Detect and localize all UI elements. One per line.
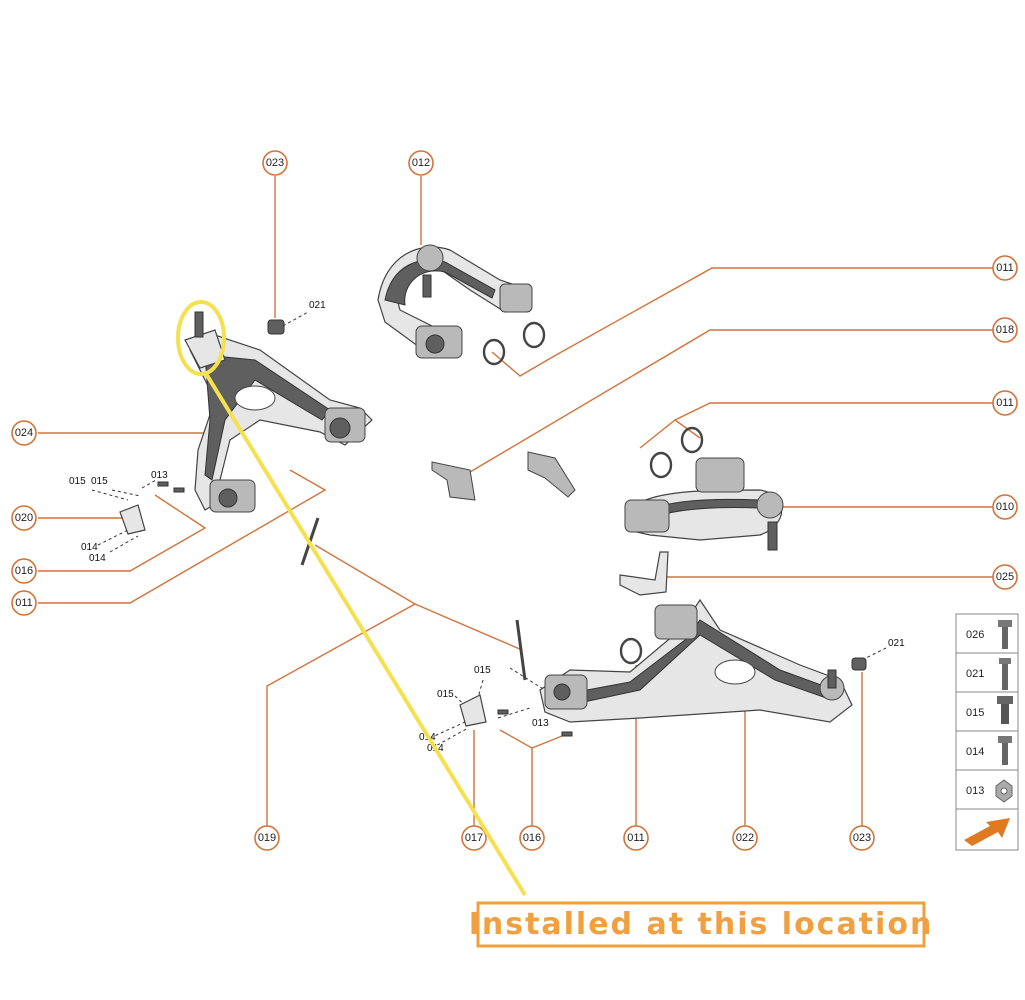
label-015b-left: 015	[91, 476, 108, 487]
label-021-top: 021	[309, 300, 326, 311]
upper-wishbone-010	[624, 457, 784, 551]
svg-text:023: 023	[853, 832, 871, 844]
label-015-mid-top: 015	[474, 665, 491, 676]
highlight-annotation: Installed at this location	[176, 300, 934, 948]
bracket-025	[619, 551, 669, 596]
svg-text:011: 011	[15, 597, 33, 609]
callout-010: 010	[992, 494, 1018, 520]
callout-017: 017	[461, 825, 487, 851]
highlight-ellipse	[176, 300, 226, 376]
svg-text:024: 024	[15, 427, 33, 439]
highlight-pointer-line	[203, 370, 527, 897]
direction-arrow-icon	[964, 818, 1010, 846]
label-015a-left: 015	[69, 476, 86, 487]
svg-text:025: 025	[996, 571, 1014, 583]
svg-text:011: 011	[627, 832, 645, 844]
callout-016-bottom: 016	[519, 825, 545, 851]
lower-control-arm-left	[184, 311, 373, 513]
fastener-legend: 026 021 015 014 013	[955, 613, 1019, 851]
leader-lines	[38, 176, 993, 826]
callout-012: 012	[408, 150, 434, 176]
annotation-text: Installed at this location	[469, 907, 934, 942]
callout-023-top: 023	[262, 150, 288, 176]
callout-024: 024	[11, 420, 37, 446]
legend-015: 015	[966, 707, 984, 719]
callout-011-right2: 011	[992, 390, 1018, 416]
callout-018: 018	[992, 317, 1018, 343]
svg-text:017: 017	[465, 832, 483, 844]
svg-text:011: 011	[996, 262, 1014, 274]
svg-text:011: 011	[996, 397, 1014, 409]
sensor-link-rods	[300, 517, 527, 681]
callout-022: 022	[732, 825, 758, 851]
legend-021: 021	[966, 668, 984, 680]
svg-text:022: 022	[736, 832, 754, 844]
legend-026: 026	[966, 629, 984, 641]
label-021-right: 021	[888, 638, 905, 649]
legend-014: 014	[966, 746, 984, 758]
upper-wishbone-012	[377, 244, 533, 359]
sensor-brackets-small	[119, 504, 487, 727]
callout-011-right1: 011	[992, 255, 1018, 281]
callout-016-left: 016	[11, 558, 37, 584]
bushing-021-right	[851, 657, 867, 671]
callout-023-bottom: 023	[849, 825, 875, 851]
bushing-021-top	[267, 319, 285, 335]
callout-011-left: 011	[11, 590, 37, 616]
callout-019: 019	[254, 825, 280, 851]
annotation-box	[476, 901, 926, 948]
svg-text:020: 020	[15, 512, 33, 524]
callout-025: 025	[992, 564, 1018, 590]
lower-control-arm-022	[539, 598, 853, 723]
label-014b-left: 014	[89, 553, 106, 564]
label-014a-left: 014	[81, 542, 98, 553]
svg-text:016: 016	[523, 832, 541, 844]
dashed-lines	[91, 311, 887, 749]
svg-text:018: 018	[996, 324, 1014, 336]
legend-013: 013	[966, 785, 984, 797]
label-013-left: 013	[151, 470, 168, 481]
svg-text:012: 012	[412, 157, 430, 169]
label-015-mid-left: 015	[437, 689, 454, 700]
callout-011-bottom: 011	[623, 825, 649, 851]
svg-text:019: 019	[258, 832, 276, 844]
label-013-mid: 013	[532, 718, 549, 729]
svg-text:023: 023	[266, 157, 284, 169]
callout-020: 020	[11, 505, 37, 531]
sensor-bracket-018	[431, 451, 576, 501]
svg-text:016: 016	[15, 565, 33, 577]
small-bolts	[157, 481, 573, 737]
svg-text:010: 010	[996, 501, 1014, 513]
